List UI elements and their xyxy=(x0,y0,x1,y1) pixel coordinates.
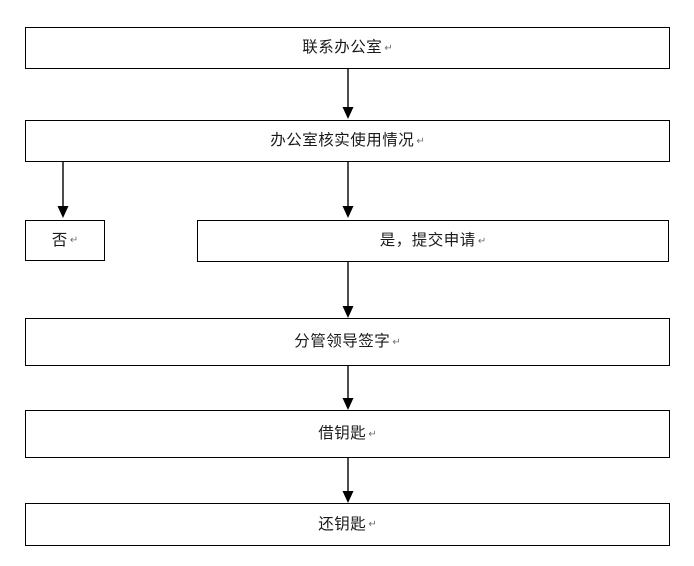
node-label-verify-usage: 办公室核实使用情况 xyxy=(270,131,415,150)
node-borrow-key[interactable]: 借钥匙↵ xyxy=(25,410,670,458)
edge-yes-to-leader xyxy=(341,262,355,320)
node-label-borrow-key: 借钥匙 xyxy=(318,424,367,443)
node-label-yes-submit: 是，提交申请 xyxy=(379,231,476,250)
edge-borrow-to-return xyxy=(341,458,355,505)
paragraph-mark-icon: ↵ xyxy=(392,336,401,348)
paragraph-mark-icon: ↵ xyxy=(384,42,393,54)
node-no[interactable]: 否↵ xyxy=(25,220,105,261)
paragraph-mark-icon: ↵ xyxy=(69,235,79,246)
paragraph-mark-icon: ↵ xyxy=(416,135,425,147)
edge-verify-to-no xyxy=(56,162,70,220)
node-label-no: 否 xyxy=(51,230,68,249)
node-leader-signature[interactable]: 分管领导签字↵ xyxy=(25,318,670,366)
node-label-contact-office: 联系办公室 xyxy=(302,38,383,57)
node-yes-submit[interactable]: 是，提交申请↵ xyxy=(197,220,669,262)
node-contact-office[interactable]: 联系办公室↵ xyxy=(25,27,670,69)
paragraph-mark-icon: ↵ xyxy=(368,519,377,530)
paragraph-mark-icon: ↵ xyxy=(477,235,487,247)
node-label-return-key: 还钥匙 xyxy=(318,514,367,533)
node-verify-usage[interactable]: 办公室核实使用情况↵ xyxy=(25,120,670,162)
node-label-leader-signature: 分管领导签字 xyxy=(294,332,391,351)
edge-leader-to-borrow xyxy=(341,366,355,412)
edge-contact-to-verify xyxy=(341,69,355,120)
paragraph-mark-icon: ↵ xyxy=(368,428,377,440)
edge-verify-to-yes xyxy=(341,162,355,220)
node-return-key[interactable]: 还钥匙↵ xyxy=(25,503,670,546)
